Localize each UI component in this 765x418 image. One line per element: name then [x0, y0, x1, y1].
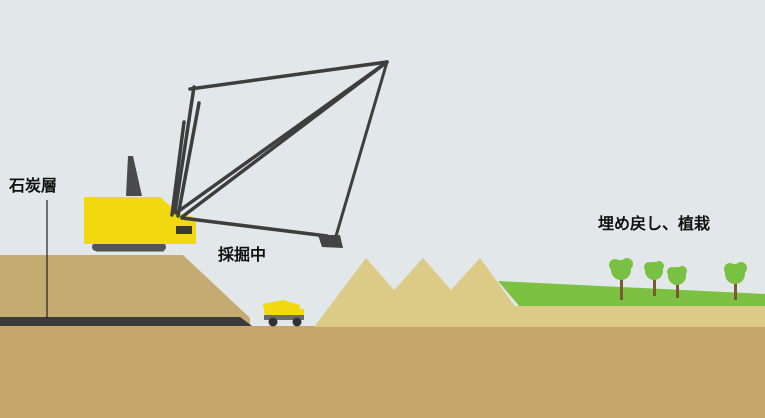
mining-label: 採掘中: [218, 245, 267, 264]
dragline-window: [176, 226, 192, 234]
tree-icon: [724, 262, 747, 300]
dragline-track: [92, 243, 166, 251]
dragline-boom: [170, 60, 389, 238]
dragline-mast: [126, 156, 142, 196]
coal-seam: [0, 317, 252, 326]
reclaimed-ground: [498, 306, 765, 327]
dragline-bucket: [318, 235, 343, 248]
dump-truck-icon: [263, 300, 304, 327]
truck-wheel-front: [292, 317, 302, 327]
reclaimed-field: [498, 281, 765, 307]
truck-chassis: [264, 315, 304, 320]
tree-icon: [609, 258, 633, 300]
tree-icon: [644, 261, 664, 296]
reclamation-label: 埋め戻し、植栽: [598, 214, 711, 233]
truck-cab: [290, 309, 304, 319]
dragline-excavator-icon: [84, 60, 389, 252]
ground: [0, 326, 765, 418]
tree-icon: [667, 266, 687, 298]
trees: [609, 258, 747, 300]
dragline-hoist-cable: [334, 61, 389, 237]
dragline-body: [84, 197, 196, 244]
truck-wheel-rear: [268, 317, 278, 327]
overburden-plateau: [0, 255, 250, 327]
spoil-piles: [314, 258, 530, 327]
coal-seam-label: 石炭層: [9, 176, 58, 195]
